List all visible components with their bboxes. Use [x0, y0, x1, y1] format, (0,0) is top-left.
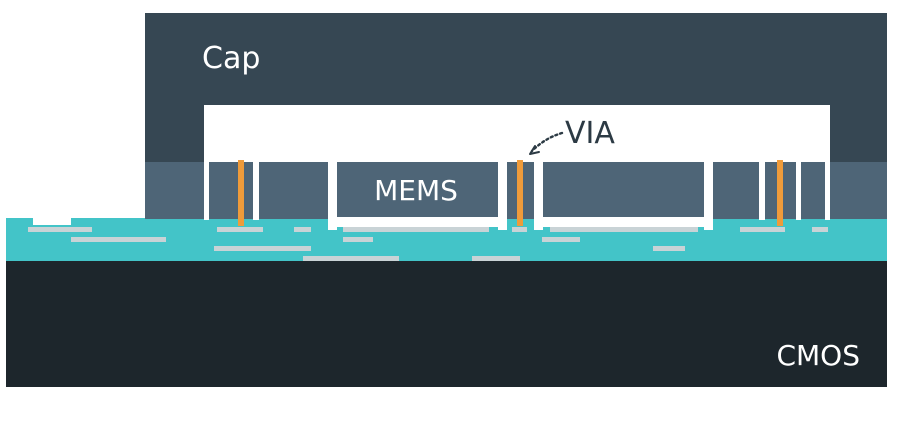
metal-trace — [343, 227, 489, 232]
cmos-label: CMOS — [776, 339, 860, 372]
cavity-gap — [204, 160, 209, 220]
cavity-gap — [253, 160, 259, 220]
metal-trace — [550, 227, 698, 232]
metal-trace — [294, 227, 311, 232]
cavity-gap — [759, 160, 765, 220]
metal-trace — [542, 237, 580, 242]
cap-label: Cap — [202, 41, 260, 76]
via-pillar — [517, 160, 523, 226]
cavity-gap — [704, 160, 713, 230]
cavity-gap — [796, 160, 801, 220]
mems-label: MEMS — [374, 174, 458, 207]
metal-trace — [740, 227, 785, 232]
metal-trace — [71, 237, 166, 242]
cavity-gap — [498, 160, 507, 230]
cavity-gap — [825, 160, 830, 220]
metal-trace — [303, 256, 399, 261]
metal-trace — [512, 227, 527, 232]
metal-trace — [28, 227, 92, 232]
via-pillar — [777, 160, 783, 226]
cavity-top — [204, 105, 830, 162]
metal-trace — [214, 246, 311, 251]
interconnect-notch — [33, 218, 71, 225]
metal-trace — [343, 237, 373, 242]
metal-trace — [217, 227, 263, 232]
cavity-gap — [534, 160, 543, 230]
metal-trace — [472, 256, 520, 261]
metal-trace — [812, 227, 828, 232]
cavity-gap — [328, 160, 337, 230]
via-label: VIA — [565, 116, 615, 151]
metal-traces — [28, 227, 828, 261]
cavity-ledge — [534, 217, 713, 227]
cmos-layer — [6, 259, 887, 387]
metal-trace — [653, 246, 685, 251]
via-callout-arrowhead — [529, 145, 540, 155]
via-pillar — [238, 160, 244, 226]
cavity-ledge — [328, 217, 507, 227]
vias — [238, 160, 783, 226]
cavity-gaps — [204, 160, 830, 230]
